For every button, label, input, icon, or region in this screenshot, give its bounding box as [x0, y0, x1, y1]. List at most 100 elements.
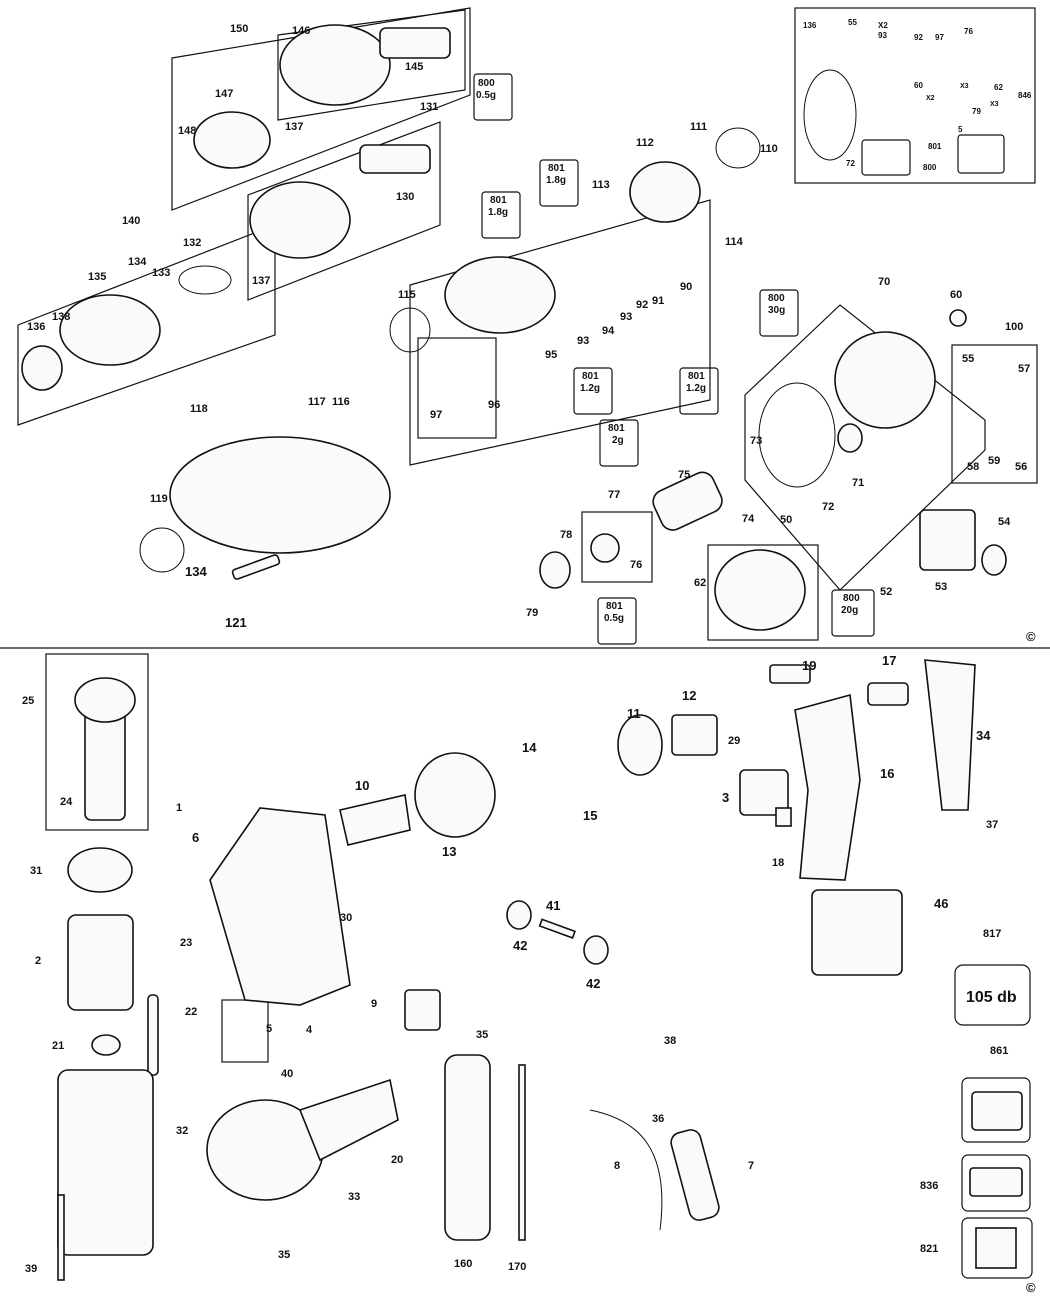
label-72: 72: [822, 501, 834, 513]
label-71: 71: [852, 477, 864, 489]
label-32: 32: [176, 1125, 188, 1137]
label-846-x2-b: X2: [926, 95, 935, 102]
label-box-801-1.8g-a: [539, 159, 579, 207]
label-93: 93: [620, 311, 632, 323]
label-132: 132: [183, 237, 201, 249]
label-3: 3: [722, 790, 729, 805]
part-118-gear-housing: [169, 436, 391, 554]
label-160: 160: [454, 1258, 472, 1270]
label-34: 34: [976, 728, 991, 743]
part-53-switch: [919, 509, 976, 571]
part-821-manual: [975, 1227, 1017, 1269]
lower-labels: 25 24 1 31 2 23 22 21 32 39 6 30 10 13 1…: [22, 653, 1036, 1295]
group-box-861: [961, 1077, 1031, 1143]
label-119: 119: [150, 493, 168, 505]
label-147: 147: [215, 88, 233, 100]
label-800-g: 800: [843, 593, 860, 604]
part-2-field: [67, 914, 134, 1011]
label-846-x3-b: X3: [990, 101, 999, 108]
lower-diagram: 25 24 1 31 2 23 22 21 32 39 6 30 10 13 1…: [22, 653, 1036, 1295]
label-76: 76: [630, 559, 642, 571]
group-box-150: [171, 7, 471, 211]
label-801-a: 801: [548, 163, 565, 174]
label-7: 7: [748, 1160, 754, 1172]
part-41-pin: [538, 918, 576, 939]
label-59: 59: [988, 455, 1000, 467]
label-846-72: 72: [846, 159, 855, 168]
label-18: 18: [772, 857, 784, 869]
label-111: 111: [690, 121, 707, 133]
label-35-b: 35: [278, 1249, 290, 1261]
label-box-800-0.5g: [473, 73, 513, 121]
part-147-keyless-chuck: [193, 111, 271, 169]
label-79: 79: [526, 607, 538, 619]
part-32-housing: [57, 1069, 154, 1256]
label-115: 115: [398, 289, 416, 301]
label-846-92: 92: [914, 33, 923, 42]
label-1.8g-a: 1.8g: [546, 175, 566, 186]
label-1.8g-b: 1.8g: [488, 207, 508, 218]
part-19-switch-slider: [769, 664, 811, 684]
label-861: 861: [990, 1045, 1008, 1057]
label-0.5g-f: 0.5g: [604, 613, 624, 624]
part-13-bellows: [414, 752, 496, 838]
label-133: 133: [152, 267, 170, 279]
group-box-96: [417, 337, 497, 439]
label-118: 118: [190, 403, 208, 415]
label-38: 38: [664, 1035, 676, 1047]
label-25: 25: [22, 695, 34, 707]
part-110-ring: [715, 127, 761, 169]
label-1: 1: [176, 802, 182, 814]
group-box-836: [961, 1154, 1031, 1212]
group-box-70: [744, 304, 986, 591]
label-21: 21: [52, 1040, 64, 1052]
part-861-case: [971, 1091, 1023, 1131]
part-115-ring: [389, 307, 431, 353]
label-121: 121: [225, 615, 247, 630]
label-6: 6: [192, 830, 199, 845]
label-97: 97: [430, 409, 442, 421]
label-60: 60: [950, 289, 962, 301]
label-836: 836: [920, 1180, 938, 1192]
label-box-801-kit: [957, 134, 1005, 174]
label-46: 46: [934, 896, 948, 911]
part-9-bracket: [404, 989, 441, 1031]
label-846-55: 55: [848, 18, 857, 27]
label-846-62: 62: [994, 83, 1003, 92]
label-box-800-kit: [861, 139, 911, 176]
label-150: 150: [230, 23, 248, 35]
label-131: 131: [420, 101, 438, 113]
label-70: 70: [878, 276, 890, 288]
label-113: 113: [592, 179, 610, 191]
label-1.2g-c: 1.2g: [580, 383, 600, 394]
group-box-100: [951, 344, 1038, 484]
label-17: 17: [882, 653, 896, 668]
part-846-72-ring: [803, 69, 857, 161]
label-57: 57: [1018, 363, 1030, 375]
label-52: 52: [880, 586, 892, 598]
label-78: 78: [560, 529, 572, 541]
part-12-block: [671, 714, 718, 756]
label-846-97: 97: [935, 33, 944, 42]
label-56: 56: [1015, 461, 1027, 473]
label-148: 148: [178, 125, 196, 137]
group-box-146: [277, 9, 466, 121]
label-1.2g-d: 1.2g: [686, 383, 706, 394]
part-50-crank: [714, 549, 806, 631]
label-22: 22: [185, 1006, 197, 1018]
label-817: 817: [983, 928, 1001, 940]
label-846: 846: [1018, 91, 1032, 100]
label-31: 31: [30, 865, 42, 877]
label-100: 100: [1005, 321, 1023, 333]
part-39-screw: [57, 1194, 65, 1281]
part-145-spindle: [379, 27, 451, 59]
part-54-knob: [981, 544, 1007, 576]
label-2g: 2g: [612, 435, 624, 446]
label-77: 77: [608, 489, 620, 501]
part-131-chuck-body: [249, 181, 351, 259]
label-30g: 30g: [768, 305, 785, 316]
label-5: 5: [266, 1023, 272, 1035]
group-box-114: [409, 199, 711, 466]
label-846-93: 93: [878, 31, 887, 40]
